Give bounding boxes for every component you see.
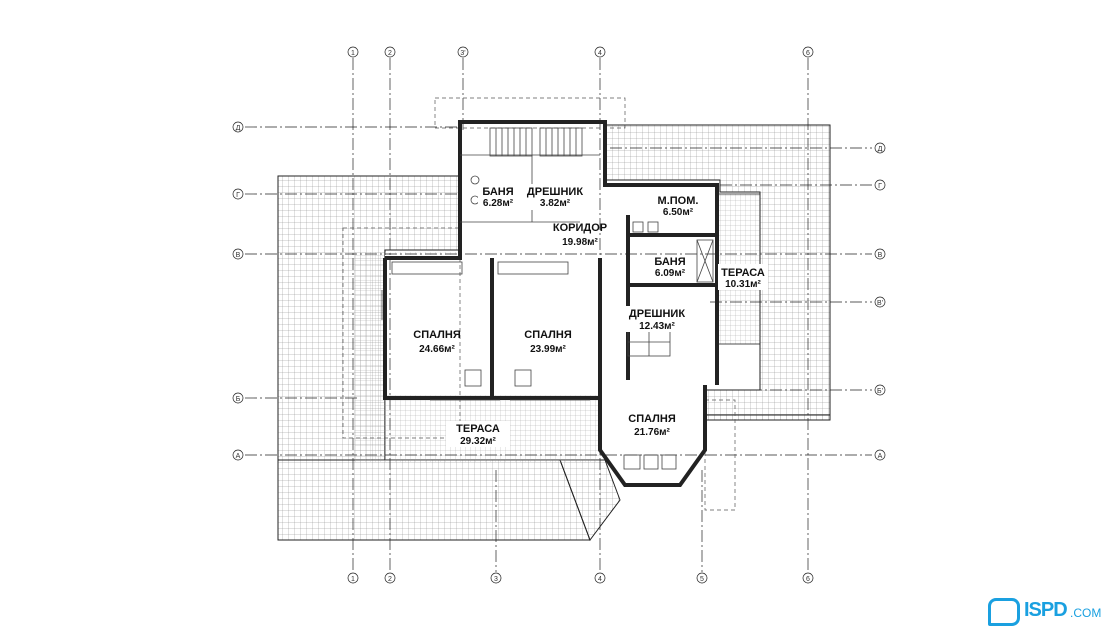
axis-label: В [878,252,883,259]
room-bathroom-2: БАНЯ 6.09м² [650,255,692,279]
room-closet-1: ДРЕШНИК 3.82м² [522,184,588,210]
axis-label: Д [236,125,241,132]
axis-label: Б' [877,388,883,395]
axis-label: Г [878,183,882,190]
axis-markers-bottom: 1 2 3 4 5 6 [347,572,814,584]
axis-markers-left: Д Г В Б А [232,121,244,461]
axis-label: А [878,453,883,460]
axis-label: 5 [700,576,704,583]
axis-markers-top: 1 2 3' 4 6 [347,46,814,58]
furniture [381,175,714,470]
interior [385,255,605,395]
room-area: 12.43м² [639,321,675,332]
room-area: 6.09м² [655,268,686,279]
axis-label: В' [877,300,883,307]
room-name: БАНЯ [654,256,685,268]
grid-vertical [352,58,809,572]
room-corridor: КОРИДОР 19.98м² [553,222,607,248]
room-area: 21.76м² [634,427,670,438]
axis-label: 3 [494,576,498,583]
room-name: СПАЛНЯ [628,413,676,425]
room-area: 6.28м² [483,198,514,209]
room-name: СПАЛНЯ [413,329,461,341]
logo-mark [988,598,1020,626]
room-bedroom-2: СПАЛНЯ 23.99м² [524,329,572,355]
axis-label: В [236,252,241,259]
axis-label: 2 [388,576,392,583]
room-labels: БАНЯ 6.28м² ДРЕШНИК 3.82м² КОРИДОР 19.98… [413,184,768,447]
room-bedroom-3: СПАЛНЯ 21.76м² [628,413,676,438]
axis-label: 2 [388,50,392,57]
room-area: 3.82м² [540,198,571,209]
room-bedroom-1: СПАЛНЯ 24.66м² [413,329,461,355]
grid-horizontal [245,126,872,456]
room-area: 23.99м² [530,344,566,355]
room-area: 19.98м² [562,237,598,248]
logo-text: ISPD [1024,599,1068,621]
axis-label: 4 [598,50,602,57]
room-terrace-east: ТЕРАСА 10.31м² [718,264,768,290]
room-name: КОРИДОР [553,222,607,234]
room-closet-2: ДРЕШНИК 12.43м² [626,306,690,332]
room-area: 10.31м² [725,279,761,290]
axis-label: 1 [351,576,355,583]
room-area: 6.50м² [663,207,694,218]
room-name: ДРЕШНИК [527,186,583,198]
room-utility: М.ПОМ. 6.50м² [652,194,704,220]
axis-label: 4 [598,576,602,583]
axis-label: Д [878,146,883,153]
axis-label: 1 [351,50,355,57]
room-terrace-south: ТЕРАСА 29.32м² [446,421,510,447]
room-area: 24.66м² [419,344,455,355]
room-name: СПАЛНЯ [524,329,572,341]
ispd-logo: ISPD .COM [984,596,1114,626]
room-name: ТЕРАСА [721,267,765,279]
room-area: 29.32м² [460,436,496,447]
axis-label: А [236,453,241,460]
axis-markers-right: Д Г В В' Б' А [874,142,886,461]
room-name: М.ПОМ. [658,195,699,207]
axis-label: Б [236,396,241,403]
axis-label: 6 [806,576,810,583]
axis-label: 6 [806,50,810,57]
logo-suffix: .COM [1070,606,1102,620]
staircase [489,127,583,157]
room-bathroom-1: БАНЯ 6.28м² [478,184,518,210]
axis-label: 3' [460,50,465,57]
room-name: ТЕРАСА [456,423,500,435]
axis-label: Г [236,192,240,199]
walls [383,120,719,487]
room-name: БАНЯ [482,186,513,198]
room-name: ДРЕШНИК [629,308,685,320]
